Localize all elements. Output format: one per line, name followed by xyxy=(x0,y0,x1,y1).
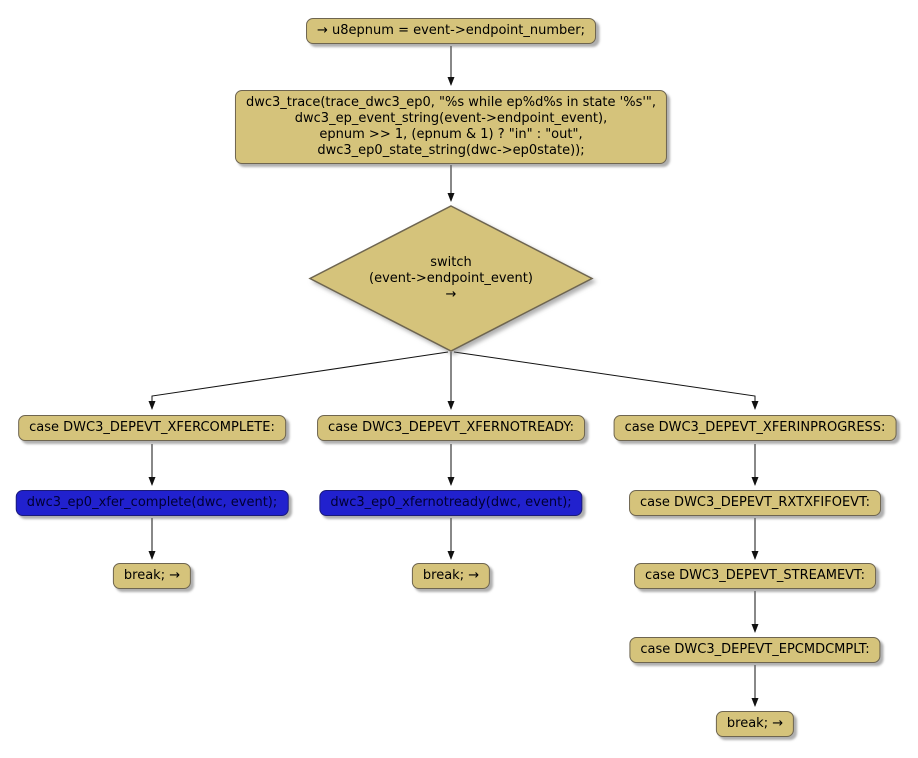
node-break-xferinprogress: break; → xyxy=(715,711,795,737)
node-label: case DWC3_DEPEVT_EPCMDCMPLT: xyxy=(640,642,870,657)
node-label: dwc3_ep0_xfernotready(dwc, event); xyxy=(330,495,572,510)
node-label: case DWC3_DEPEVT_STREAMEVT: xyxy=(645,568,865,583)
node-label: case DWC3_DEPEVT_XFERCOMPLETE: xyxy=(29,420,275,435)
trace-line-3: epnum >> 1, (epnum & 1) ? "in" : "out", xyxy=(319,127,583,142)
edge-switch-xfercomplete xyxy=(148,351,449,410)
node-label: case DWC3_DEPEVT_XFERINPROGRESS: xyxy=(624,420,886,435)
node-label: case DWC3_DEPEVT_XFERNOTREADY: xyxy=(328,420,574,435)
node-label: → u8epnum = event->endpoint_number; xyxy=(317,23,585,38)
node-case-xfernotready: case DWC3_DEPEVT_XFERNOTREADY: xyxy=(317,415,585,441)
node-case-xfercomplete: case DWC3_DEPEVT_XFERCOMPLETE: xyxy=(18,415,286,441)
node-case-streamevt: case DWC3_DEPEVT_STREAMEVT: xyxy=(634,563,876,589)
node-label: break; → xyxy=(422,568,480,583)
node-break-xfercomplete: break; → xyxy=(112,563,192,589)
diamond-shape xyxy=(308,205,594,352)
trace-line-1: dwc3_trace(trace_dwc3_ep0, "%s while ep%… xyxy=(245,95,657,110)
edge-switch-xferinprogress xyxy=(453,351,759,410)
node-assign-epnum: → u8epnum = event->endpoint_number; xyxy=(306,18,596,44)
node-case-epcmdcmplt: case DWC3_DEPEVT_EPCMDCMPLT: xyxy=(629,637,881,663)
trace-line-2: dwc3_ep_event_string(event->endpoint_eve… xyxy=(294,111,608,126)
node-call-xfer-complete: dwc3_ep0_xfer_complete(dwc, event); xyxy=(15,490,289,516)
trace-line-4: dwc3_ep0_state_string(dwc->ep0state)); xyxy=(317,143,585,158)
node-label: break; → xyxy=(726,716,784,731)
node-label: case DWC3_DEPEVT_RXTXFIFOEVT: xyxy=(640,495,870,510)
node-trace-call: dwc3_trace(trace_dwc3_ep0, "%s while ep%… xyxy=(234,90,668,164)
node-label: dwc3_ep0_xfer_complete(dwc, event); xyxy=(26,495,278,510)
node-break-xfernotready: break; → xyxy=(411,563,491,589)
node-case-xferinprogress: case DWC3_DEPEVT_XFERINPROGRESS: xyxy=(613,415,897,441)
decision-switch: switch (event->endpoint_event) → xyxy=(308,205,594,352)
node-label: break; → xyxy=(123,568,181,583)
node-call-xfernotready: dwc3_ep0_xfernotready(dwc, event); xyxy=(319,490,583,516)
node-case-rxtxfifoevt: case DWC3_DEPEVT_RXTXFIFOEVT: xyxy=(629,490,881,516)
